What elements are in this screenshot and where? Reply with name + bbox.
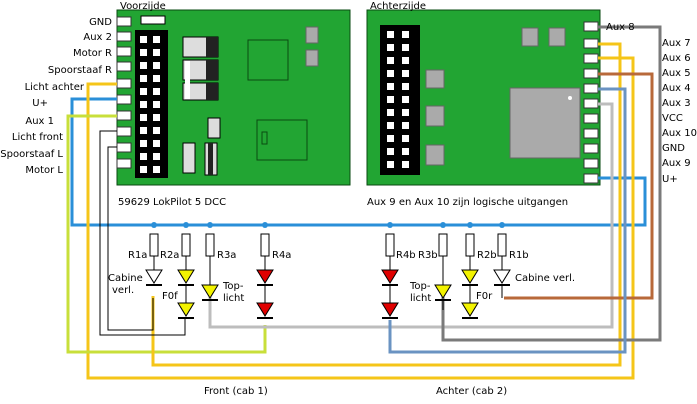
resistor-R4b [385, 233, 395, 257]
resistor-label: R2a [160, 250, 179, 261]
front-pin-label: Aux 1 [25, 116, 54, 127]
front-pin-label: Motor R [73, 48, 112, 59]
front-board [116, 9, 351, 186]
resistor-label: R3b [418, 250, 438, 261]
resistor-R3b [438, 233, 448, 257]
front-pin-label: Spoorstaaf L [0, 149, 63, 160]
back-pin-label: Aux 8 [606, 22, 635, 33]
led-top-b [434, 284, 452, 299]
back-pin-label: Aux 7 [662, 38, 691, 49]
resistor-label: R2b [477, 250, 497, 261]
wires [66, 25, 662, 380]
led-red-a1 [256, 269, 274, 284]
led-circuits [145, 222, 511, 319]
bottom-label-front: Front (cab 1) [204, 386, 268, 397]
led-cabine-a [145, 269, 163, 284]
blue-common-wire [70, 97, 647, 227]
led-red-b2 [381, 302, 399, 317]
lime-wire-aux1 [66, 114, 267, 354]
front-components [182, 26, 319, 176]
back-pin-label: Aux 10 [662, 128, 697, 139]
front-connector-holes [140, 36, 160, 173]
back-caption: Aux 9 en Aux 10 zijn logische uitgangen [367, 197, 568, 208]
resistor-label: R4b [396, 250, 416, 261]
led-red-b1 [381, 269, 399, 284]
led-label-line: Top- [222, 281, 244, 292]
led-label-f0f: F0f [162, 291, 178, 302]
resistor-R1a [149, 233, 159, 257]
front-pin-label: Spoorstaaf R [48, 65, 112, 76]
front-pin-label: Licht front [12, 132, 63, 143]
resistor-R4a [260, 233, 270, 257]
steel-wire-aux4 [388, 87, 627, 354]
led-label-top-b: Top- licht [409, 281, 434, 304]
led-label-line: Top- [409, 281, 431, 292]
back-pin-label: Aux 9 [662, 158, 691, 169]
back-pads [583, 21, 599, 184]
thin-wires [99, 130, 186, 336]
resistor-R3a [205, 233, 215, 257]
led-f0f-2 [177, 302, 195, 317]
front-pin-label: Motor L [25, 165, 63, 176]
resistor-label: R1a [128, 250, 147, 261]
back-connector-holes [387, 31, 409, 168]
back-components [425, 27, 581, 166]
yellow-wire-licht-front [151, 42, 622, 367]
led-label-line: licht [410, 293, 431, 304]
back-board [366, 9, 601, 186]
gray-wire-aux3 [208, 102, 614, 329]
front-pin-label: GND [89, 17, 112, 28]
led-label-cabine-b: Cabine verl. [515, 273, 575, 284]
resistor-label: R3a [217, 250, 236, 261]
front-pin-label: Licht achter [25, 82, 85, 93]
front-title: Voorzijde [120, 1, 166, 12]
led-top-a [201, 284, 219, 299]
resistor-label: R1b [509, 250, 529, 261]
front-pads [116, 16, 132, 169]
led-cabine-b [493, 269, 511, 284]
front-pin-label: Aux 2 [83, 32, 112, 43]
back-pin-label: Aux 6 [662, 53, 691, 64]
led-label-line: licht [223, 293, 244, 304]
resistor-label: R4a [272, 250, 291, 261]
led-red-a2 [256, 302, 274, 317]
led-label-line: verl. [112, 285, 134, 296]
front-pin-label: U+ [32, 98, 48, 109]
resistor-R2a [181, 233, 191, 257]
led-label-cabine-a: Cabine verl. [108, 273, 146, 296]
darkgray-wire-aux7 [441, 25, 662, 342]
back-pin-label: VCC [662, 113, 683, 124]
front-caption: 59629 LokPilot 5 DCC [118, 197, 226, 208]
led-f0r-1 [461, 269, 479, 284]
yellow-wire-licht-achter [86, 56, 635, 380]
led-f0f-1 [177, 269, 195, 284]
back-pin-label: Aux 4 [662, 83, 691, 94]
resistor-R1b [497, 233, 507, 257]
back-pin-label: U+ [662, 174, 678, 185]
led-f0r-2 [461, 302, 479, 317]
resistor-R2b [465, 233, 475, 257]
led-label-top-a: Top- licht [222, 281, 247, 304]
back-pin-label: Aux 3 [662, 98, 691, 109]
led-label-line: Cabine [108, 273, 143, 284]
brown-wire-aux5 [504, 72, 654, 300]
led-label-f0r: F0r [476, 291, 493, 302]
back-pin-label: GND [662, 143, 685, 154]
back-pin-label: Aux 5 [662, 68, 691, 79]
back-title: Achterzijde [370, 1, 426, 12]
bottom-label-back: Achter (cab 2) [436, 386, 507, 397]
